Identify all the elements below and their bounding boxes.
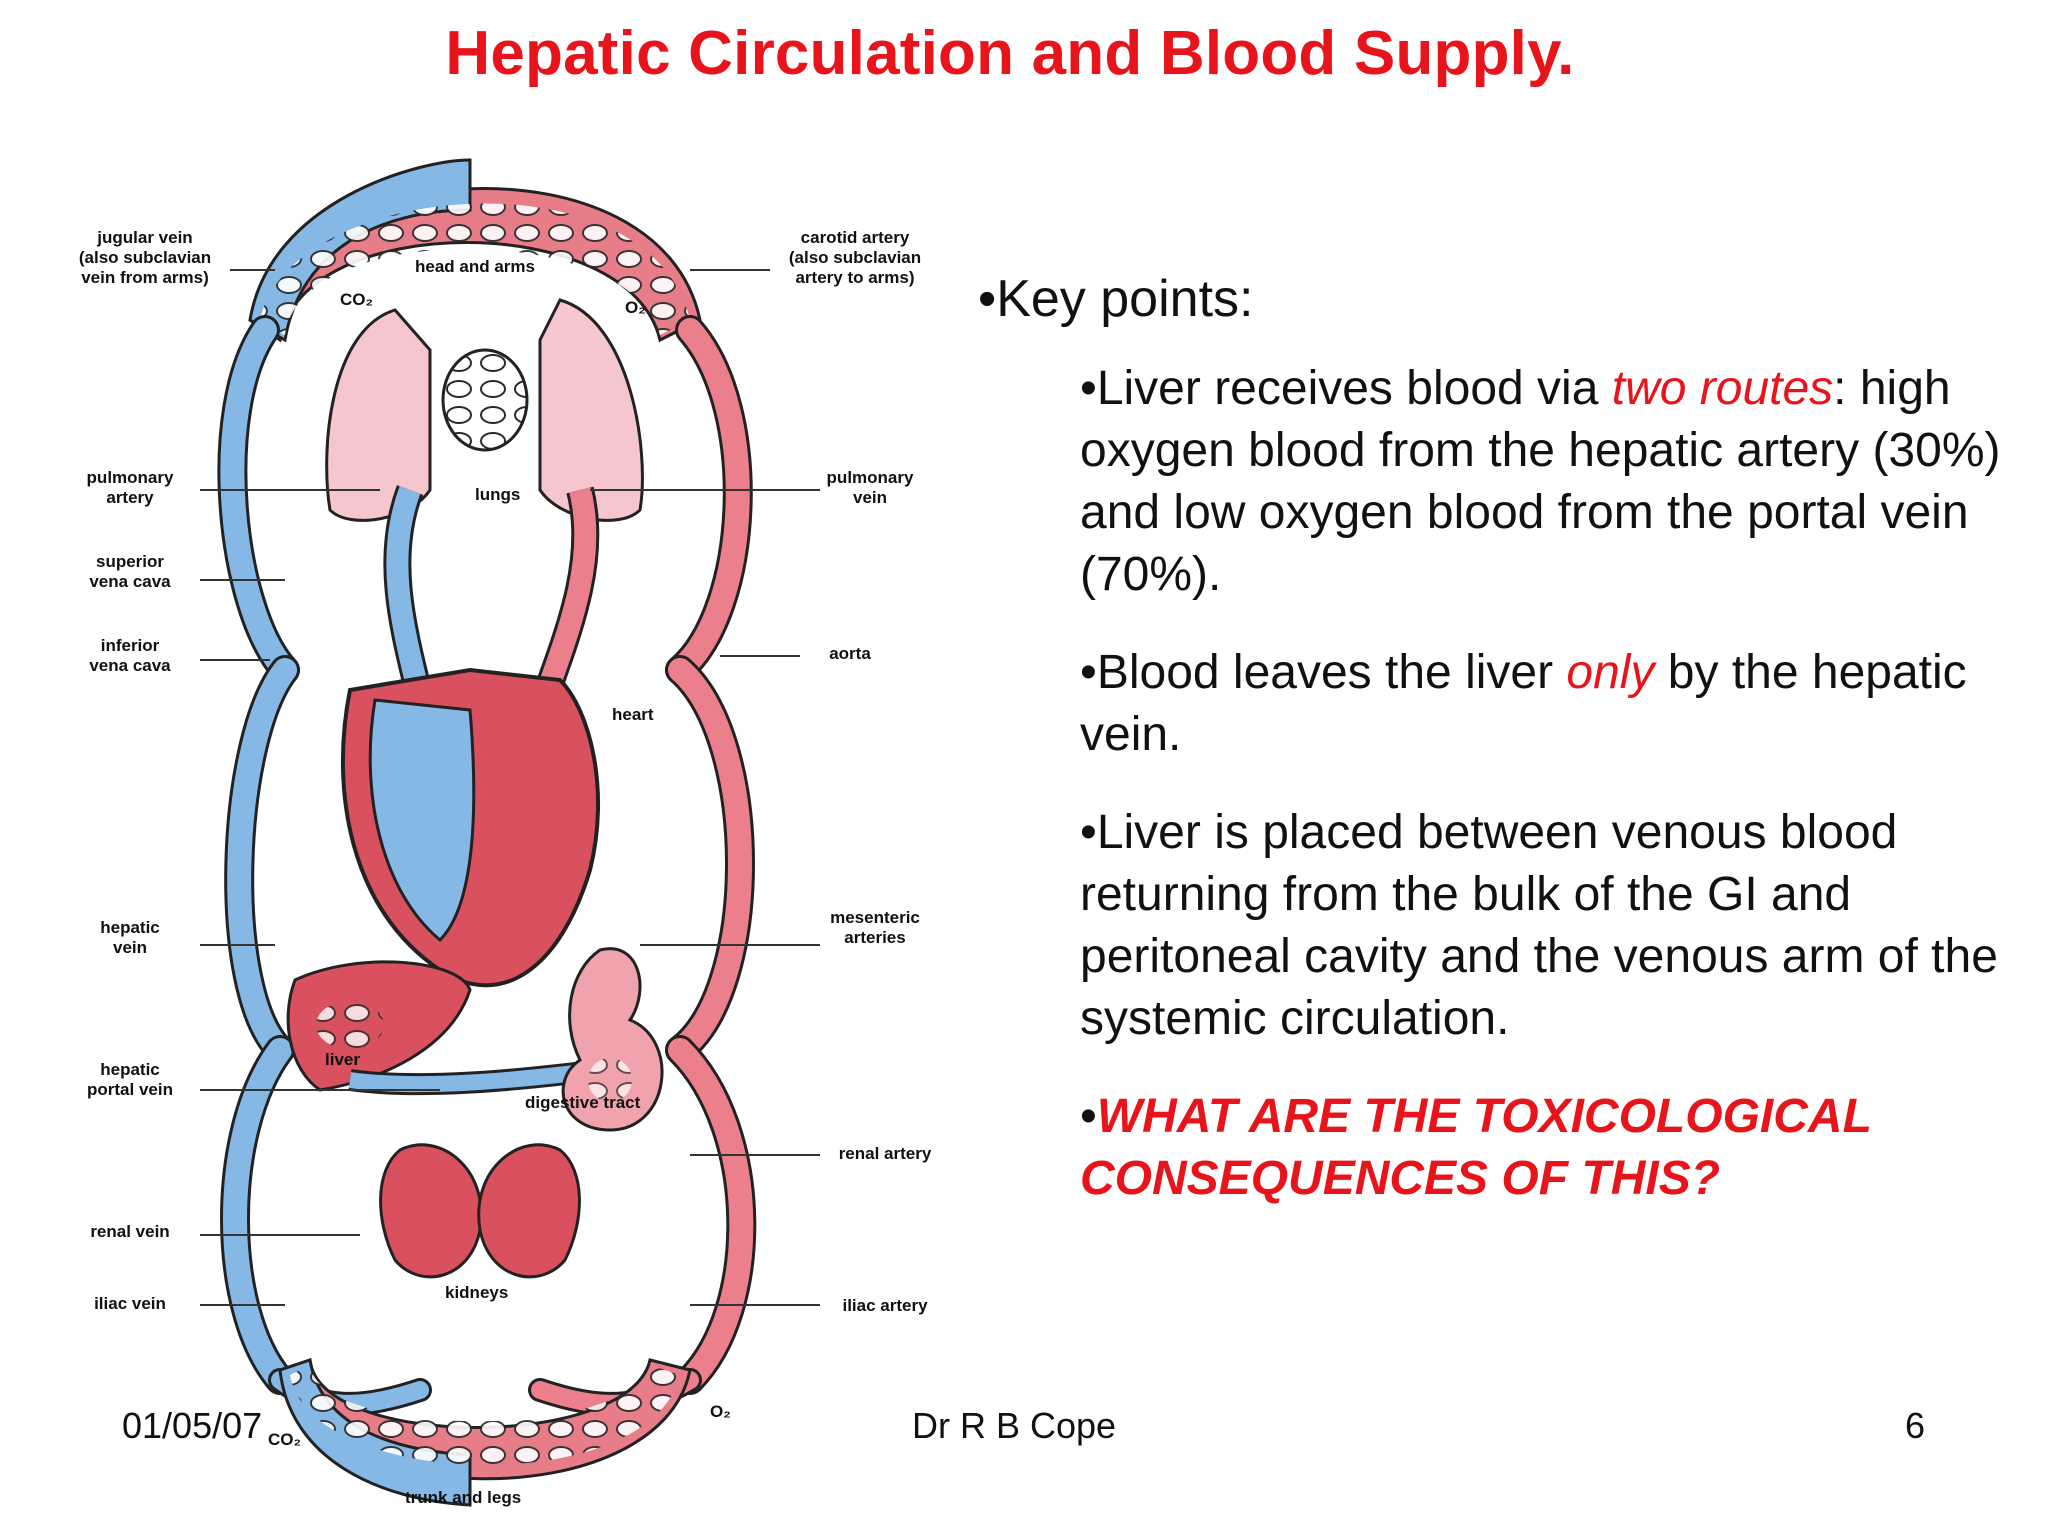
label-co2-top: CO₂: [340, 290, 374, 309]
label-jugular-vein: jugular vein (also subclavian vein from …: [78, 228, 212, 287]
label-hepatic-vein: hepatic vein: [100, 918, 160, 957]
kp3-text: Liver is placed between venous blood ret…: [1080, 806, 1998, 1045]
trunk-capillary-bed: [278, 1357, 692, 1507]
key-points: •Key points: •Liver receives blood via t…: [978, 268, 2038, 1210]
label-pulmonary-artery: pulmonary artery: [86, 468, 174, 507]
footer-date: 01/05/07: [122, 1405, 263, 1446]
label-mesenteric-arteries: mesenteric arteries: [830, 908, 920, 947]
label-heart: heart: [612, 705, 654, 724]
kp1-emphasis: two routes: [1611, 362, 1834, 415]
key-points-heading: •Key points:: [978, 270, 1254, 328]
circulation-diagram: [200, 158, 820, 1507]
label-superior-vena-cava: superior vena cava: [89, 552, 171, 591]
label-renal-artery: renal artery: [838, 1144, 932, 1163]
key-question: •WHAT ARE THE TOXICOLOGICAL CONSEQUENCES…: [1080, 1090, 1872, 1205]
label-o2-bottom: O₂: [710, 1402, 731, 1421]
label-o2-top: O₂: [625, 298, 646, 317]
label-inferior-vena-cava: inferior vena cava: [89, 636, 171, 675]
label-iliac-vein: iliac vein: [94, 1294, 166, 1313]
footer-page-number: 6: [1905, 1405, 1926, 1446]
label-pulmonary-vein: pulmonary vein: [826, 468, 914, 507]
label-iliac-artery: iliac artery: [842, 1296, 928, 1315]
kp2-text-a: Blood leaves the liver: [1096, 646, 1567, 699]
key-question-text: WHAT ARE THE TOXICOLOGICAL CONSEQUENCES …: [1080, 1090, 1872, 1205]
key-point-3: •Liver is placed between venous blood re…: [1080, 806, 1998, 1045]
label-aorta: aorta: [829, 644, 871, 663]
footer-author: Dr R B Cope: [912, 1405, 1117, 1446]
kp1-text-b: : high oxygen blood from the hepatic art…: [1080, 362, 2001, 601]
digestive-tract: [561, 947, 664, 1132]
label-lungs: lungs: [475, 485, 521, 504]
label-renal-vein: renal vein: [90, 1222, 170, 1241]
key-point-1: •Liver receives blood via two routes: hi…: [1080, 362, 2001, 601]
slide-title: Hepatic Circulation and Blood Supply.: [445, 19, 1575, 88]
label-liver: liver: [325, 1050, 360, 1069]
label-digestive-tract: digestive tract: [525, 1093, 641, 1112]
kp2-emphasis: only: [1566, 646, 1655, 699]
kidneys: [379, 1143, 581, 1279]
label-head-arms: head and arms: [415, 257, 535, 276]
label-leader-lines: [200, 269, 820, 1306]
key-point-2: •Blood leaves the liver only by the hepa…: [1080, 646, 1967, 761]
liver: [286, 960, 472, 1092]
kp2-text-b: by the hepatic vein.: [1080, 646, 1967, 761]
label-co2-bottom: CO₂: [268, 1430, 302, 1449]
portal-vein: [348, 1059, 602, 1096]
label-hepatic-portal-vein: hepatic portal vein: [87, 1060, 173, 1099]
label-kidneys: kidneys: [445, 1283, 509, 1302]
label-carotid-artery: carotid artery (also subclavian artery t…: [788, 228, 922, 287]
heart: [340, 667, 601, 988]
kp1-text-a: Liver receives blood via: [1096, 362, 1612, 415]
lungs: [325, 298, 644, 522]
label-trunk-legs: trunk and legs: [405, 1488, 522, 1507]
